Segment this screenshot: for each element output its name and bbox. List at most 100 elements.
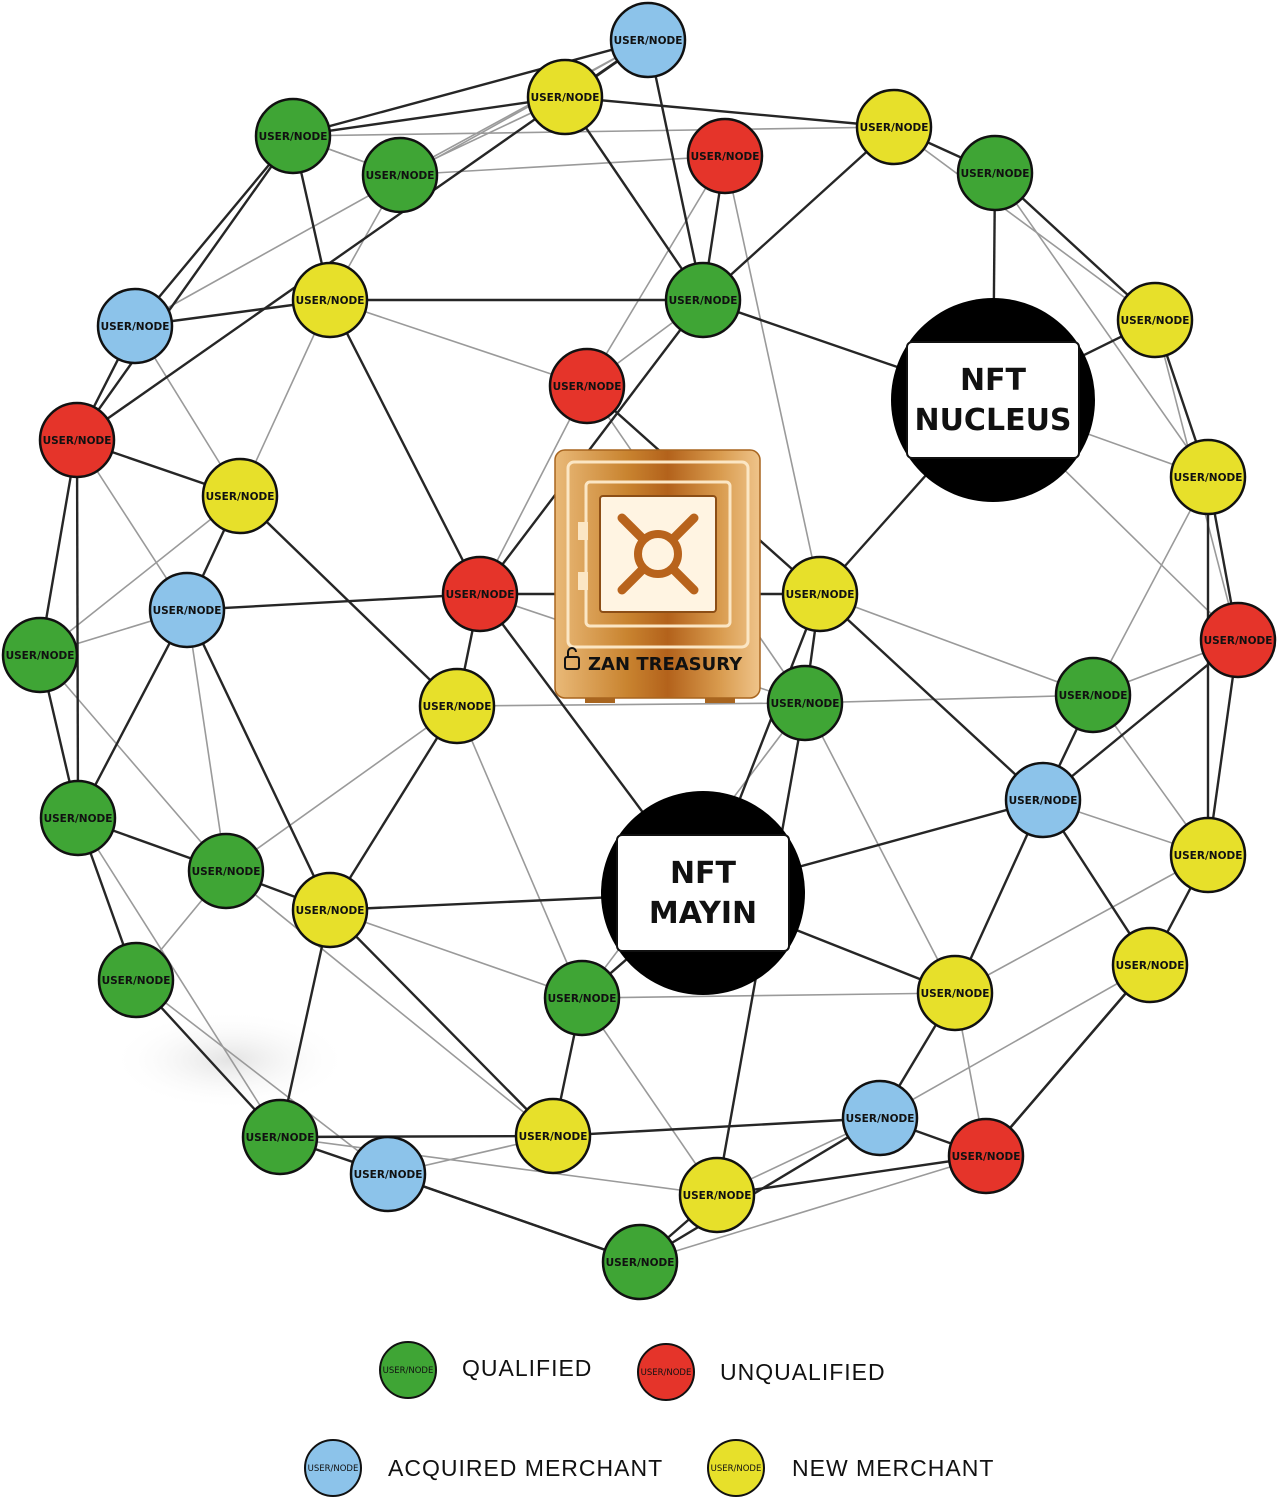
node-circle: [148, 571, 226, 649]
new-merchant-node: USER/NODE: [781, 555, 859, 633]
node-circle: [1169, 438, 1247, 516]
new-merchant-node: USER/NODE: [916, 954, 994, 1032]
hub-label-line1: NFT: [670, 856, 737, 891]
node-label: USER/NODE: [771, 698, 840, 710]
edge: [564, 95, 895, 129]
node-label: USER/NODE: [531, 92, 600, 104]
node-circle: [686, 117, 764, 195]
legend-swatch: [379, 1341, 437, 1399]
qualified-node: USER/NODE: [254, 97, 332, 175]
safe-door-inner: [584, 480, 732, 628]
legend-swatch: [304, 1439, 362, 1497]
drop-shadow: [110, 1010, 350, 1110]
node-circle: [39, 779, 117, 857]
node-circle: [97, 941, 175, 1019]
node-label: USER/NODE: [6, 650, 75, 662]
treasury-label: ZAN TREASURY: [588, 654, 743, 675]
new-merchant-node: USER/NODE: [1169, 438, 1247, 516]
node-circle: [254, 97, 332, 175]
edge: [329, 909, 554, 1137]
acquired-merchant-node: USER/NODE: [1004, 761, 1082, 839]
qualified-node: USER/NODE: [543, 959, 621, 1037]
node-circle: [38, 401, 116, 479]
edge: [328, 705, 459, 911]
edge: [185, 609, 332, 911]
node-label: USER/NODE: [1121, 315, 1190, 327]
node-label: USER/NODE: [786, 589, 855, 601]
new-merchant-node: USER/NODE: [1169, 816, 1247, 894]
node-circle: [291, 261, 369, 339]
edge: [724, 155, 821, 595]
legend-label: QUALIFIED: [462, 1355, 592, 1381]
node-circle: [543, 959, 621, 1037]
node-label: USER/NODE: [1116, 960, 1185, 972]
qualified-node: USER/NODE: [1054, 656, 1132, 734]
hub-label-line1: NFT: [960, 363, 1027, 398]
unqualified-node: USER/NODE: [38, 401, 116, 479]
node-circle: [1, 616, 79, 694]
node-circle: [361, 136, 439, 214]
new-merchant-node: USER/NODE: [291, 261, 369, 339]
node-label: USER/NODE: [614, 35, 683, 47]
edge: [186, 592, 481, 612]
node-label: USER/NODE: [1204, 635, 1273, 647]
legend-label: UNQUALIFIED: [720, 1359, 886, 1385]
qualified-node: USER/NODE: [361, 136, 439, 214]
safe-dial-center: [634, 530, 682, 578]
legend-swatch-label: USER/NODE: [308, 1464, 359, 1474]
legend-swatch: [637, 1343, 695, 1401]
edge: [581, 997, 718, 1196]
safe-foot-left: [585, 698, 615, 703]
edge: [1042, 639, 1239, 801]
edge: [39, 654, 227, 872]
unqualified-node: USER/NODE: [686, 117, 764, 195]
node-circle: [956, 134, 1034, 212]
node-label: USER/NODE: [101, 321, 170, 333]
edge: [804, 694, 1094, 704]
qualified-node: USER/NODE: [97, 941, 175, 1019]
node-label: USER/NODE: [366, 170, 435, 182]
hub-label-line2: MAYIN: [649, 896, 757, 931]
safe-foot-right: [705, 698, 735, 703]
safe-hinge-top: [578, 522, 588, 540]
qualified-node: USER/NODE: [664, 261, 742, 339]
qualified-node: USER/NODE: [39, 779, 117, 857]
edge: [819, 593, 1044, 801]
acquired-merchant-node: USER/NODE: [349, 1135, 427, 1213]
node-label: USER/NODE: [1009, 795, 1078, 807]
unqualified-node: USER/NODE: [947, 1117, 1025, 1195]
edge: [1092, 476, 1209, 696]
node-circle: [514, 1097, 592, 1175]
node-label: USER/NODE: [691, 151, 760, 163]
node-label: USER/NODE: [446, 589, 515, 601]
node-circle: [1054, 656, 1132, 734]
node-circle: [441, 555, 519, 633]
safe-door-outline: [566, 460, 750, 649]
node-label: USER/NODE: [192, 866, 261, 878]
new-merchant-node: USER/NODE: [855, 88, 933, 166]
qualified-node: USER/NODE: [766, 664, 844, 742]
edge: [329, 909, 583, 999]
new-merchant-node: USER/NODE: [418, 667, 496, 745]
node-label: USER/NODE: [669, 295, 738, 307]
node-circle: [1004, 761, 1082, 839]
node-circle: [291, 871, 369, 949]
node-label: USER/NODE: [519, 1131, 588, 1143]
new-merchant-node: USER/NODE: [1111, 926, 1189, 1004]
edge: [239, 495, 458, 707]
node-label: USER/NODE: [952, 1151, 1021, 1163]
node-circle: [1169, 816, 1247, 894]
node-label: USER/NODE: [961, 168, 1030, 180]
edge: [186, 609, 227, 872]
edge: [279, 1134, 554, 1139]
acquired-merchant-node: USER/NODE: [609, 1, 687, 79]
node-circle: [841, 1079, 919, 1157]
edge: [135, 979, 389, 1175]
node-label: USER/NODE: [553, 381, 622, 393]
node-label: USER/NODE: [683, 1190, 752, 1202]
edge: [134, 135, 294, 327]
node-circle: [664, 261, 742, 339]
